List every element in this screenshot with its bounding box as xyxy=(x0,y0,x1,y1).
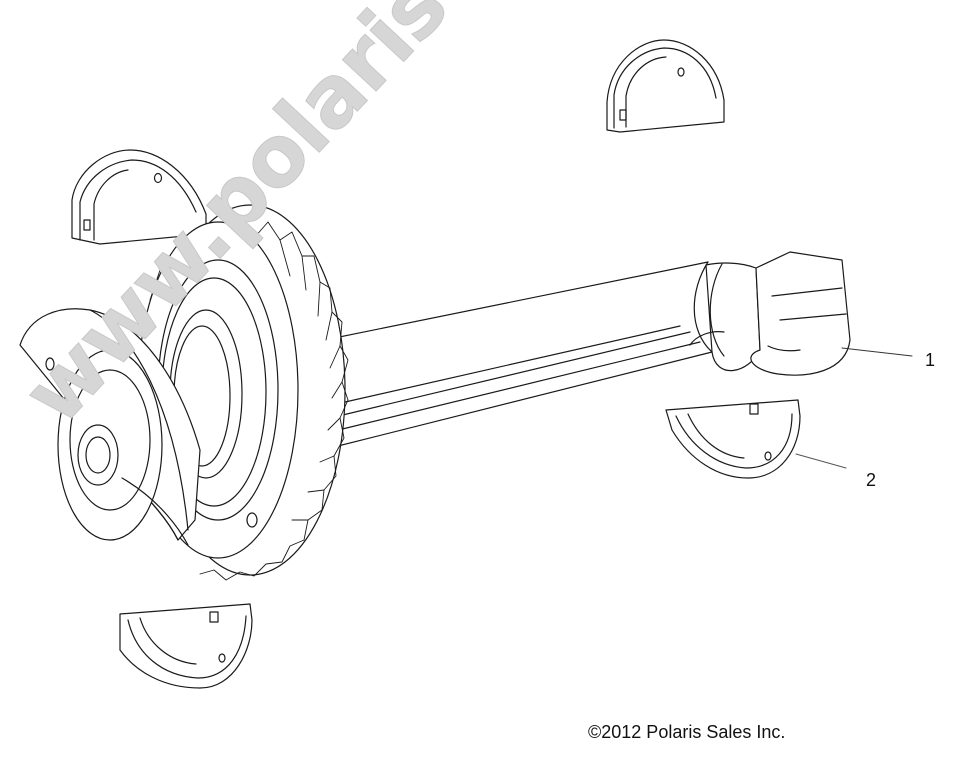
callout-1: 1 xyxy=(925,350,936,370)
bearing-shell-right xyxy=(665,399,801,479)
leader-line-2 xyxy=(795,453,847,469)
front-counterweight xyxy=(19,308,201,546)
callout-2: 2 xyxy=(866,470,877,490)
gear xyxy=(137,204,349,581)
leader-line-1 xyxy=(841,347,913,357)
bearing-shell-bottom-left xyxy=(119,603,253,689)
copyright-notice: ©2012 Polaris Sales Inc. xyxy=(588,722,786,742)
bearing-shell-top-left xyxy=(71,149,207,245)
shaft-body xyxy=(299,251,851,449)
bearing-shell-top-right xyxy=(606,39,725,133)
